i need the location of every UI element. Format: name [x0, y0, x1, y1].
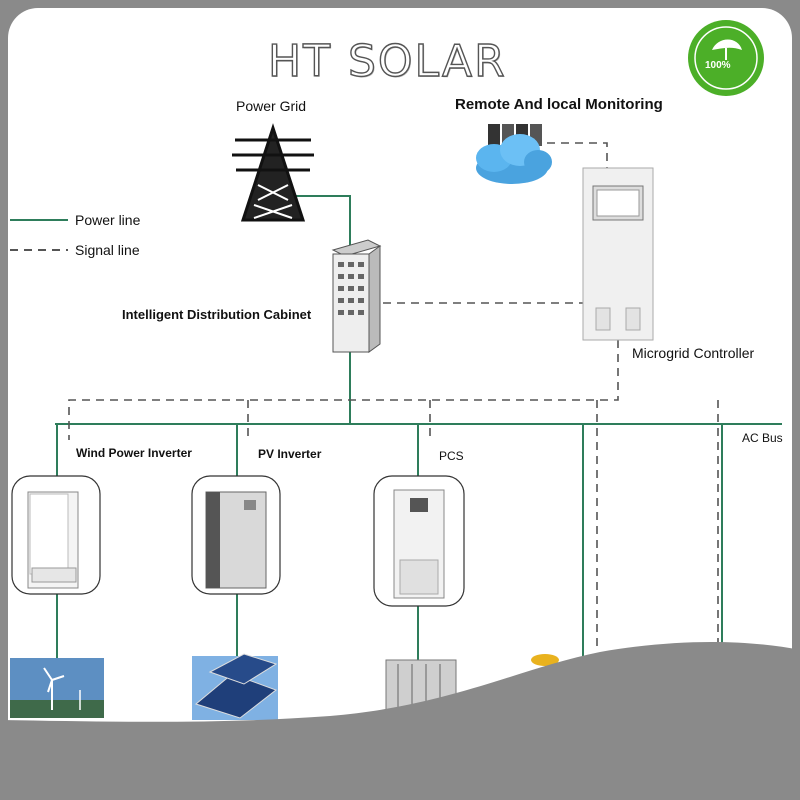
load-partial-icon — [531, 654, 559, 666]
cloud-monitoring-icon — [476, 124, 552, 184]
brand-title: HT SOLAR — [267, 35, 507, 87]
pv-inverter-label: PV Inverter — [258, 447, 322, 461]
power-grid-label: Power Grid — [236, 98, 307, 114]
badge-label: 100% — [705, 60, 731, 71]
pv-inverter-icon — [205, 491, 267, 589]
microgrid-controller-icon — [582, 167, 654, 341]
pcs-label: PCS — [439, 449, 464, 463]
legend-power-line-label: Power line — [75, 212, 141, 228]
wind-inverter-label: Wind Power Inverter — [76, 446, 192, 460]
wind-turbine-icon — [10, 658, 104, 718]
ac-bus-label: AC Bus — [742, 431, 783, 445]
signal-lines — [68, 142, 719, 650]
solar-panel-icon — [192, 653, 278, 720]
pcs-icon — [393, 489, 445, 599]
bottom-wave — [0, 642, 800, 800]
wind-inverter-icon — [27, 491, 79, 589]
microgrid-controller-label: Microgrid Controller — [632, 345, 755, 361]
legend-signal-line-label: Signal line — [75, 242, 140, 258]
quality-badge-icon — [688, 20, 764, 96]
power-grid-tower-icon — [232, 123, 314, 222]
remote-monitoring-label: Remote And local Monitoring — [455, 96, 663, 113]
distribution-cabinet-label: Intelligent Distribution Cabinet — [122, 307, 312, 322]
distribution-cabinet-icon — [331, 239, 382, 353]
